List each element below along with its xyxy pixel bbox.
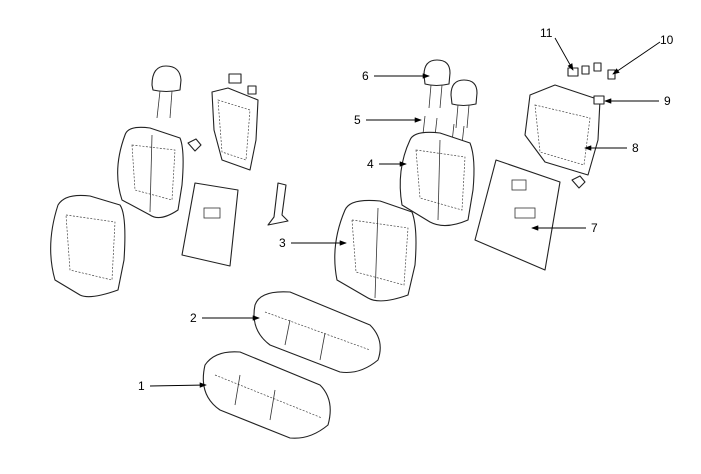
left-back-panel (181, 182, 239, 267)
svg-text:7: 7 (591, 221, 598, 235)
right-headrests (423, 59, 478, 129)
callout-1: 1 (138, 379, 207, 393)
svg-text:4: 4 (367, 157, 374, 171)
right-back-panel (474, 159, 561, 271)
seat-cushion-cover (253, 291, 381, 374)
svg-text:9: 9 (664, 94, 671, 108)
callout-11: 11 (540, 26, 574, 71)
svg-text:3: 3 (279, 236, 286, 250)
right-seatback (399, 131, 475, 227)
callout-5: 5 (354, 113, 422, 127)
svg-text:11: 11 (540, 26, 553, 40)
callout-3: 3 (279, 236, 347, 250)
callout-9: 9 (604, 94, 671, 108)
svg-text:8: 8 (632, 141, 639, 155)
seat-cushion-frame (202, 351, 331, 439)
callout-8: 8 (584, 141, 639, 155)
svg-text:6: 6 (362, 69, 369, 83)
left-seatback-small (117, 126, 184, 219)
svg-text:10: 10 (660, 33, 674, 47)
callout-2: 2 (190, 311, 260, 325)
callout-4: 4 (367, 157, 407, 171)
left-seatback-frame (187, 73, 259, 171)
svg-text:2: 2 (190, 311, 197, 325)
callout-7: 7 (531, 221, 598, 235)
left-headrest (151, 65, 182, 119)
center-seatback (334, 199, 417, 302)
left-bracket (267, 182, 289, 226)
svg-text:5: 5 (354, 113, 361, 127)
callout-6: 6 (362, 69, 430, 83)
svg-text:1: 1 (138, 379, 145, 393)
callout-10: 10 (612, 33, 674, 75)
left-seatback-large (50, 194, 126, 298)
right-seatback-frame (524, 84, 601, 189)
